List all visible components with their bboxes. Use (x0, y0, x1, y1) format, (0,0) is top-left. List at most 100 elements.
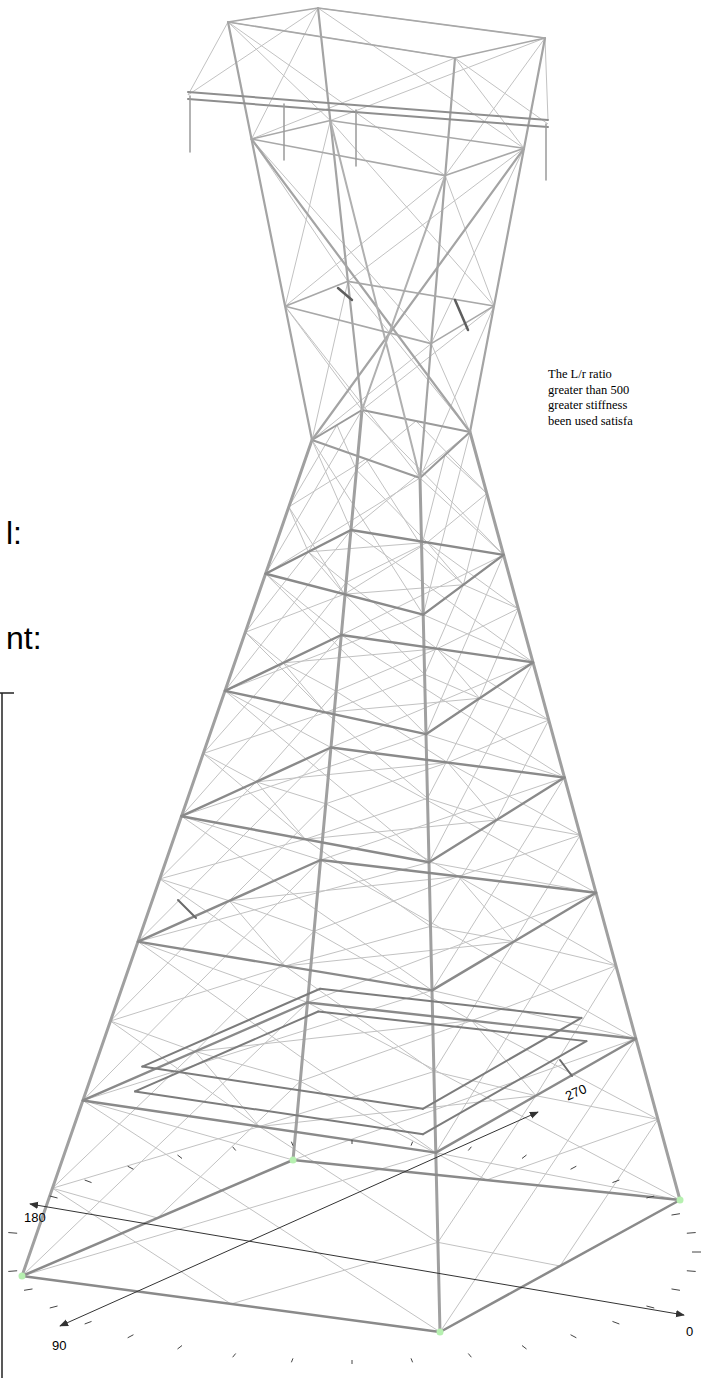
lattice-member (110, 1021, 195, 1051)
lattice-member (308, 552, 344, 594)
main-member (455, 38, 545, 58)
lattice-member (188, 22, 228, 95)
lattice-member (432, 990, 636, 1038)
lattice-member (514, 942, 616, 966)
lattice-member (259, 1072, 434, 1127)
excerpt-line: greater than 500 (548, 383, 629, 397)
main-member (318, 1011, 586, 1041)
main-member (423, 1041, 586, 1134)
main-member (285, 281, 348, 306)
compass-tick (411, 1358, 413, 1362)
lattice-member (438, 1242, 560, 1266)
lattice-member (22, 1153, 436, 1276)
compass-tick (291, 1358, 293, 1362)
lattice-member (283, 583, 346, 663)
lattice-member (344, 594, 424, 674)
lattice-member (318, 8, 524, 148)
compass-tick (571, 1335, 577, 1338)
main-member (436, 1039, 636, 1153)
main-member (318, 8, 545, 38)
main-member (293, 1160, 680, 1200)
excerpt-line-box: greater stiffness (548, 395, 627, 413)
lattice-member (225, 530, 351, 691)
main-member (320, 989, 581, 1018)
compass-tick (8, 1232, 17, 1234)
lattice-member (480, 698, 549, 720)
azimuth-label: 0 (686, 1324, 693, 1339)
lattice-member (514, 835, 580, 941)
main-member (312, 148, 524, 440)
cropped-heading: nt: (6, 620, 42, 656)
compass-rose (8, 1112, 701, 1364)
main-member (429, 778, 565, 863)
lattice-member (326, 698, 480, 712)
excerpt-line: been used satisfa (548, 414, 633, 428)
cropped-heading-box: l: (6, 515, 22, 552)
main-member (470, 38, 545, 432)
lattice-member (305, 839, 430, 926)
compass-tick (178, 1346, 183, 1349)
main-member (182, 816, 430, 862)
lattice-member (229, 876, 458, 900)
lattice-member (427, 542, 463, 584)
lattice-member (160, 879, 230, 901)
main-member (348, 281, 494, 306)
main-member (307, 1003, 635, 1039)
compass-tick (85, 1321, 92, 1324)
main-member (142, 989, 320, 1067)
lattice-member (182, 816, 433, 990)
azimuth-label: 90 (52, 1338, 66, 1353)
azimuth-label-box: 0 (686, 1322, 693, 1340)
lattice-member (536, 966, 616, 1096)
lattice-member (437, 649, 479, 699)
lattice-member (545, 38, 548, 120)
main-member (225, 691, 426, 734)
compass-tick (522, 1346, 527, 1349)
main-member (252, 139, 470, 432)
main-member (285, 306, 431, 343)
main-member (178, 900, 196, 918)
main-member (312, 410, 362, 440)
main-member (228, 22, 312, 440)
lattice-member (497, 820, 581, 835)
lattice-member (427, 542, 518, 608)
compass-tick (646, 1196, 654, 1198)
main-member (228, 22, 455, 58)
azimuth-label: 270 (563, 1081, 589, 1104)
lattice-member (321, 778, 565, 860)
lattice-member (138, 942, 307, 1003)
lattice-member (448, 763, 497, 820)
tower-members (19, 8, 684, 1336)
compass-tick (411, 1142, 413, 1146)
compass-tick (612, 1321, 619, 1324)
lattice-member (346, 542, 427, 582)
main-member (362, 176, 445, 410)
lattice-member (158, 1081, 301, 1218)
main-member (22, 1160, 293, 1276)
compass-tick (50, 1306, 58, 1308)
lattice-member (431, 926, 515, 941)
main-member (420, 478, 440, 1332)
lattice-member (326, 674, 425, 712)
lattice-member (52, 1188, 231, 1304)
compass-tick (612, 1180, 619, 1183)
panel-border (0, 692, 14, 694)
lattice-member (245, 552, 308, 632)
lattice-member (448, 720, 549, 763)
excerpt-line-box: been used satisfa (548, 411, 633, 429)
azimuth-axis (60, 1112, 538, 1326)
lattice-member (195, 931, 314, 1051)
main-member (318, 8, 362, 410)
lattice-member (231, 1242, 438, 1304)
cropped-heading-box: nt: (6, 620, 42, 657)
compass-tick (646, 1306, 654, 1308)
lattice-member (305, 820, 497, 839)
lattice-member (110, 966, 285, 1021)
cropped-heading: l: (6, 515, 22, 551)
lattice-member (138, 862, 429, 941)
lattice-member (434, 1072, 536, 1096)
lattice-member (318, 8, 545, 38)
azimuth-label-box: 180 (24, 1208, 46, 1226)
main-member (455, 300, 468, 330)
